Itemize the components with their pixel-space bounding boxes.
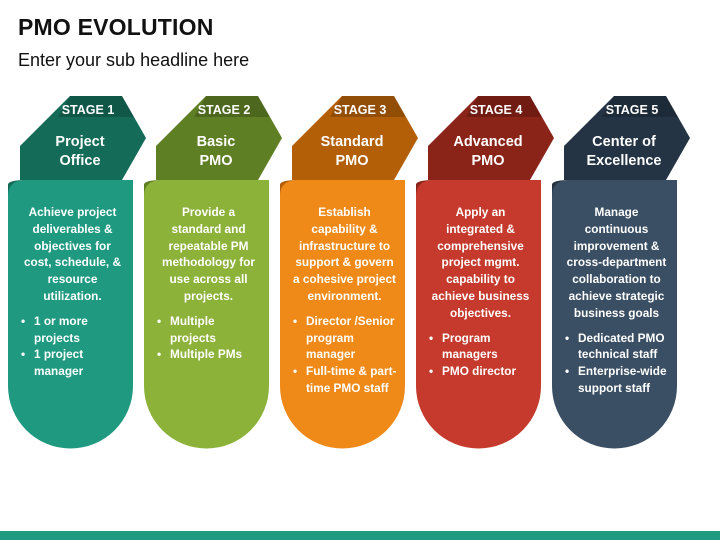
- page-title: PMO EVOLUTION: [18, 14, 214, 40]
- stage-header-shape: [20, 96, 146, 180]
- stage-header-shape: [428, 96, 554, 180]
- stage-bullet-item: 1 project manager: [20, 346, 125, 380]
- stage-bullet-list: Program managersPMO director: [428, 330, 533, 380]
- stage-label: STAGE 5: [605, 103, 659, 117]
- stage-bullet-list: 1 or more projects1 project manager: [20, 313, 125, 380]
- stage-name-line: Advanced: [453, 134, 523, 150]
- stage-name-line: PMO: [335, 153, 369, 169]
- stage-label: STAGE 3: [333, 103, 387, 117]
- stage-bullet-item: Program managers: [428, 330, 533, 364]
- stage-name-line: Excellence: [586, 153, 662, 169]
- stage-header-shape: [156, 96, 282, 180]
- stage-content: Achieve project deliverables & objective…: [20, 204, 125, 380]
- stage-label-band: [602, 96, 678, 117]
- stage-content: Manage continuous improvement & cross-de…: [564, 204, 669, 397]
- stage-name-line: PMO: [471, 153, 505, 169]
- stage-name-line: Center of: [592, 134, 656, 150]
- stage-label: STAGE 2: [197, 103, 251, 117]
- stage-bullet-item: Full-time & part-time PMO staff: [292, 363, 397, 397]
- stage-label-band: [330, 96, 406, 117]
- stage-bullet-list: Multiple projectsMultiple PMs: [156, 313, 261, 363]
- stage-content: Provide a standard and repeatable PM met…: [156, 204, 261, 363]
- stage-bullet-list: Dedicated PMO technical staffEnterprise-…: [564, 330, 669, 397]
- stage-label-band: [466, 96, 542, 117]
- stage-name-line: PMO: [199, 153, 233, 169]
- stage-label: STAGE 1: [61, 103, 115, 117]
- stage-name: Center of Excellence: [564, 133, 684, 171]
- stage-body-shape: [416, 180, 541, 449]
- stage-label: STAGE 4: [469, 103, 523, 117]
- stage-name-line: Basic: [196, 134, 236, 150]
- stage-name-line: Project: [55, 134, 105, 150]
- stage-description: Achieve project deliverables & objective…: [23, 205, 122, 303]
- stage-content: Apply an integrated & comprehensive proj…: [428, 204, 533, 380]
- stage-name-line: Office: [59, 153, 101, 169]
- stage-bullet-list: Director /Senior program managerFull-tim…: [292, 313, 397, 397]
- stage-content: Establish capability & infrastructure to…: [292, 204, 397, 397]
- stage-description: Manage continuous improvement & cross-de…: [566, 205, 667, 320]
- stage-description: Establish capability & infrastructure to…: [293, 205, 396, 303]
- stage-bullet-item: Dedicated PMO technical staff: [564, 330, 669, 364]
- stage-header-shape: [292, 96, 418, 180]
- bottom-accent-bar: [0, 531, 720, 540]
- stage-bullet-item: Multiple projects: [156, 313, 261, 347]
- page-subtitle: Enter your sub headline here: [18, 50, 250, 70]
- stage-label-band: [194, 96, 270, 117]
- stage-shape: [416, 96, 554, 449]
- stage-label-band: [58, 96, 134, 117]
- stage-bullet-item: Multiple PMs: [156, 346, 261, 363]
- stage-bullet-item: PMO director: [428, 363, 533, 380]
- stage-bullet-item: Director /Senior program manager: [292, 313, 397, 363]
- stage-bullet-item: Enterprise-wide support staff: [564, 363, 669, 397]
- stage-description: Apply an integrated & comprehensive proj…: [431, 205, 530, 320]
- stage-description: Provide a standard and repeatable PM met…: [161, 205, 256, 303]
- stage-header-shape: [564, 96, 690, 180]
- stage-name-line: Standard: [320, 134, 384, 150]
- stage-bullet-item: 1 or more projects: [20, 313, 125, 347]
